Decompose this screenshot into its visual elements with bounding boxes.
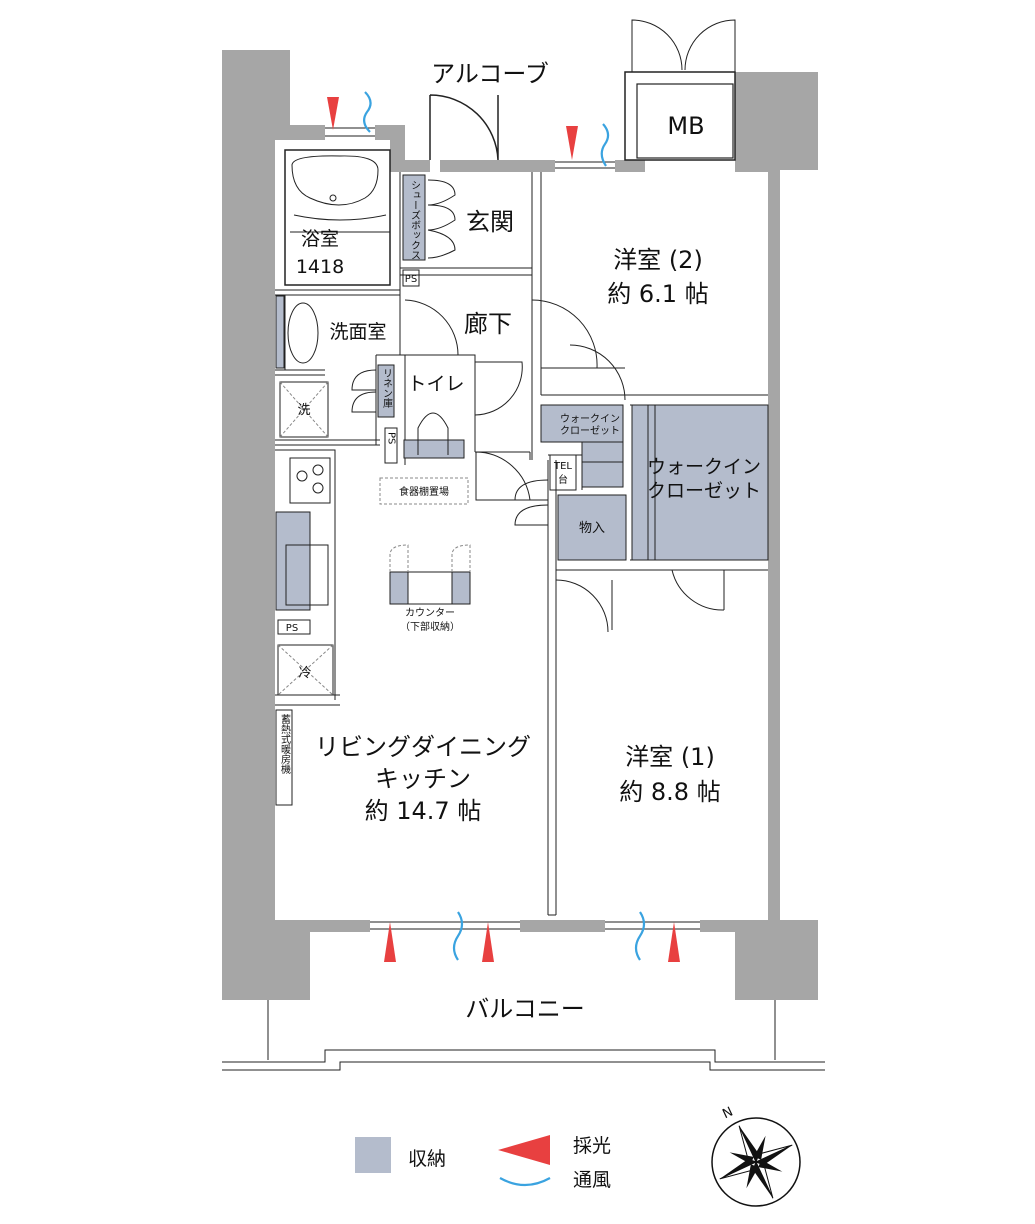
tel-stand <box>549 454 577 491</box>
alcove-label: アルコーブ <box>431 60 549 88</box>
sink-counter <box>275 511 311 611</box>
balcony-label: バルコニー <box>465 995 585 1023</box>
counter-note: （下部収納） <box>400 620 460 633</box>
bath-label: 浴室 <box>301 228 339 250</box>
door-swings <box>404 299 725 633</box>
dish-shelf-area <box>379 477 469 505</box>
corridor-label: 廊下 <box>464 310 512 338</box>
shoe-box <box>402 174 426 261</box>
wic-large-label-1: ウォークイン <box>647 456 761 478</box>
small-walk-in-closet <box>540 404 624 443</box>
legend-ventilation: 通風 <box>573 1169 611 1191</box>
washer-label: 洗 <box>297 403 310 418</box>
bathtub <box>290 155 390 233</box>
wash-basin <box>287 302 319 364</box>
linen-label: リネン庫 <box>381 368 393 409</box>
western1-size: 約 8.8 帖 <box>619 778 720 806</box>
fridge-space <box>277 644 334 696</box>
light-arrows <box>327 97 680 962</box>
ps-label: PS <box>405 274 417 285</box>
western1-label: 洋室 (1) <box>625 743 715 771</box>
balcony-railing <box>222 1000 825 1071</box>
ldk-size: 約 14.7 帖 <box>365 797 482 825</box>
legend-light: 採光 <box>573 1135 611 1157</box>
counter-label: カウンター <box>405 607 455 619</box>
ps-label-3: PS <box>286 623 298 634</box>
fridge-label: 冷 <box>298 666 311 681</box>
storage-swatch <box>355 1137 391 1173</box>
ldk-label-1: リビングダイニング <box>315 733 531 761</box>
western2-size: 約 6.1 帖 <box>607 280 708 308</box>
compass-icon: N <box>711 1105 801 1207</box>
toilet-label: トイレ <box>407 373 464 395</box>
shoe-box-label: シューズボックス <box>409 180 421 260</box>
ps-label-2: PS <box>386 432 397 444</box>
washroom-label: 洗面室 <box>329 321 386 343</box>
heater <box>275 709 293 806</box>
mb-doors <box>631 19 736 72</box>
linen-closet <box>377 364 395 418</box>
tel-label-2: 台 <box>558 473 568 486</box>
windows <box>325 127 700 930</box>
ldk-label-2: キッチン <box>375 765 471 793</box>
heater-label: 蓄熱式暖房機 <box>279 714 291 775</box>
wind-arrows <box>363 91 646 961</box>
storage-closet <box>557 494 627 561</box>
dish-shelf-label: 食器棚置場 <box>399 485 449 498</box>
western2-label: 洋室 (2) <box>613 246 703 274</box>
legend-storage: 収納 <box>408 1148 446 1170</box>
light-icon <box>498 1135 550 1165</box>
legend: 収納 採光 通風 <box>355 1135 611 1191</box>
wind-icon <box>499 1177 551 1187</box>
storage-label: 物入 <box>579 521 605 536</box>
wic-small-label-2: クローゼット <box>560 425 620 437</box>
north-label: N <box>720 1105 735 1123</box>
stove <box>289 457 331 504</box>
entrance-door[interactable] <box>429 94 499 161</box>
mb-label: MB <box>667 112 704 140</box>
structural-walls <box>222 50 818 1000</box>
wic-large-label-2: クローゼット <box>647 480 761 502</box>
wic-small-label-1: ウォークイン <box>560 413 620 425</box>
bath-size: 1418 <box>296 256 344 278</box>
tel-label-1: TEL <box>553 461 572 472</box>
entrance-label: 玄関 <box>466 208 514 236</box>
washer-space <box>279 381 329 438</box>
